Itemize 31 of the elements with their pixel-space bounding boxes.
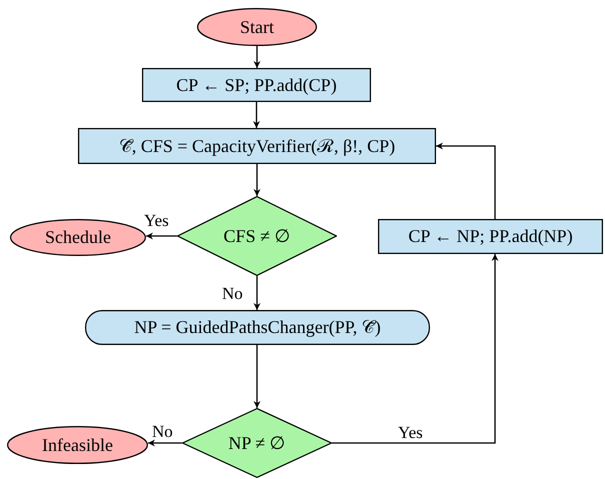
node-label: NP ≠ ∅ — [228, 432, 286, 454]
edge-label: No — [222, 285, 243, 302]
arrow — [332, 254, 498, 444]
arrow — [436, 142, 496, 219]
edge-label: Yes — [398, 424, 423, 441]
arrow — [146, 232, 177, 240]
arrow — [254, 164, 260, 196]
node-label: Infeasible — [42, 434, 113, 456]
node-label: CP ← SP; PP.add(CP) — [176, 74, 337, 96]
arrow — [253, 102, 260, 128]
node-label: 𝒞̄, CFS = CapacityVerifier(ℛ, β!, CP) — [118, 136, 396, 156]
node-label: CFS ≠ ∅ — [224, 225, 290, 247]
decision-diamond — [182, 408, 332, 478]
start-terminal — [197, 8, 317, 46]
node-label: CP ← NP; PP.add(NP) — [408, 226, 573, 247]
end-terminal — [7, 426, 148, 464]
process-box — [78, 128, 436, 164]
arrow — [254, 345, 260, 408]
process-box — [378, 219, 603, 254]
arrow — [254, 46, 260, 68]
process-box — [142, 68, 371, 102]
edge-label: Yes — [144, 212, 169, 229]
node-label: Schedule — [45, 227, 111, 248]
process-box — [85, 310, 430, 345]
arrow — [148, 440, 182, 446]
node-label: NP = GuidedPathsChanger(PP, 𝒞̄) — [134, 317, 381, 338]
arrow — [254, 276, 260, 310]
decision-diamond — [177, 196, 337, 276]
edge-label: No — [152, 423, 173, 440]
end-terminal — [10, 219, 146, 256]
node-label: Start — [240, 16, 274, 38]
